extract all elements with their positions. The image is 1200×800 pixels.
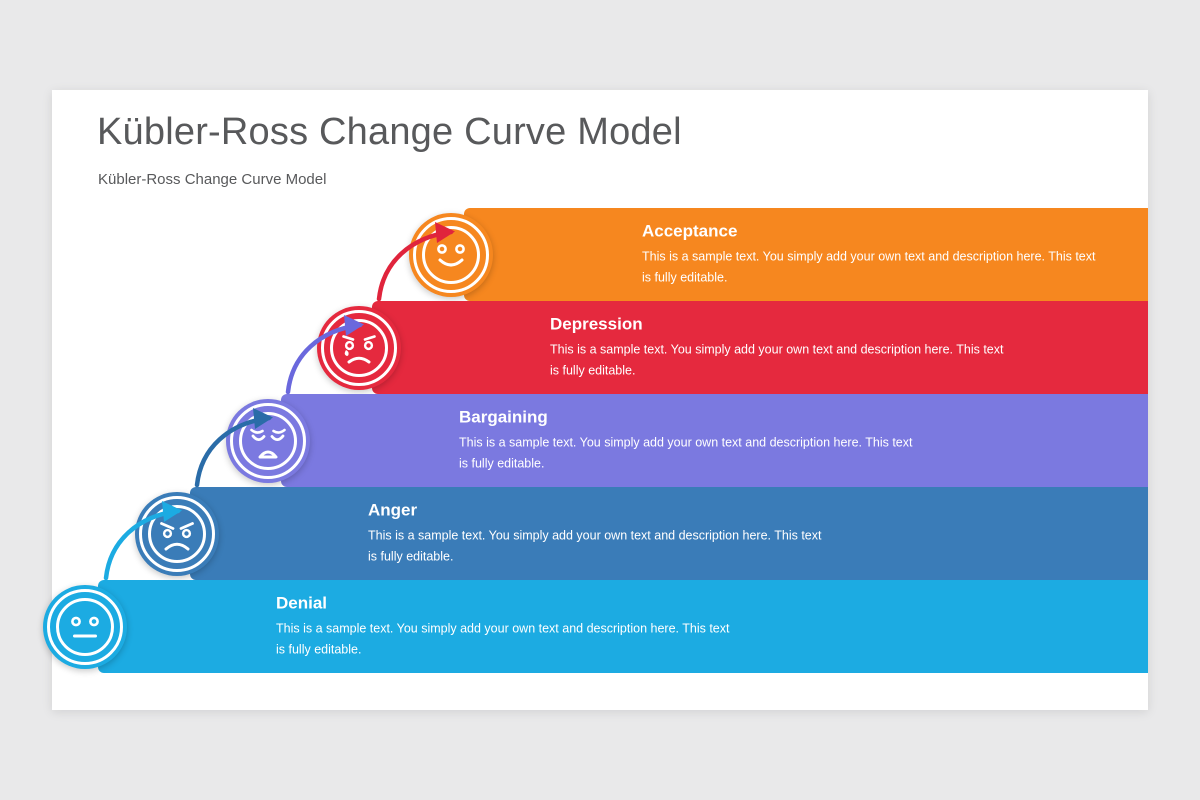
page-subtitle: Kübler-Ross Change Curve Model — [98, 171, 327, 188]
change-curve-staircase: Acceptance This is a sample text. You si… — [43, 90, 1148, 710]
stage-band-depression — [372, 301, 1148, 394]
neutral-face-icon — [43, 584, 127, 669]
stage-description-denial: This is a sample text. You simply add yo… — [276, 621, 730, 657]
stage-denial[interactable]: Denial This is a sample text. You simply… — [43, 580, 1148, 673]
stage-text-anger: Anger This is a sample text. You simply … — [368, 500, 828, 567]
angry-face-icon — [135, 491, 219, 576]
stage-title-acceptance: Acceptance — [642, 221, 738, 241]
stage-band-bargaining — [281, 394, 1148, 487]
stage-description-depression: This is a sample text. You simply add yo… — [550, 342, 1004, 378]
stage-acceptance[interactable]: Acceptance This is a sample text. You si… — [409, 208, 1148, 301]
stage-title-anger: Anger — [368, 500, 418, 520]
stage-text-acceptance: Acceptance This is a sample text. You si… — [642, 221, 1102, 288]
stage-description-bargaining: This is a sample text. You simply add yo… — [459, 435, 913, 471]
stage-description-acceptance: This is a sample text. You simply add yo… — [642, 249, 1096, 285]
stage-bargaining[interactable]: Bargaining This is a sample text. You si… — [226, 394, 1148, 487]
stage-text-depression: Depression This is a sample text. You si… — [550, 314, 1010, 381]
stage-band-anger — [190, 487, 1148, 580]
smiling-face-icon — [409, 212, 493, 297]
slide-canvas: Kübler-Ross Change Curve Model Kübler-Ro… — [43, 90, 1148, 710]
stage-title-denial: Denial — [276, 593, 328, 613]
stage-band-denial — [98, 580, 1148, 673]
stage-anger[interactable]: Anger This is a sample text. You simply … — [135, 487, 1148, 580]
stage-title-depression: Depression — [550, 314, 643, 334]
distressed-face-icon — [226, 398, 310, 483]
stage-text-bargaining: Bargaining This is a sample text. You si… — [459, 407, 919, 474]
stage-description-anger: This is a sample text. You simply add yo… — [368, 528, 822, 564]
stage-title-bargaining: Bargaining — [459, 407, 548, 427]
crying-face-icon — [317, 305, 401, 390]
stage-text-denial: Denial This is a sample text. You simply… — [276, 593, 736, 660]
stage-depression[interactable]: Depression This is a sample text. You si… — [317, 301, 1148, 394]
page-title: Kübler-Ross Change Curve Model — [97, 111, 682, 153]
stage-band-acceptance — [464, 208, 1148, 301]
